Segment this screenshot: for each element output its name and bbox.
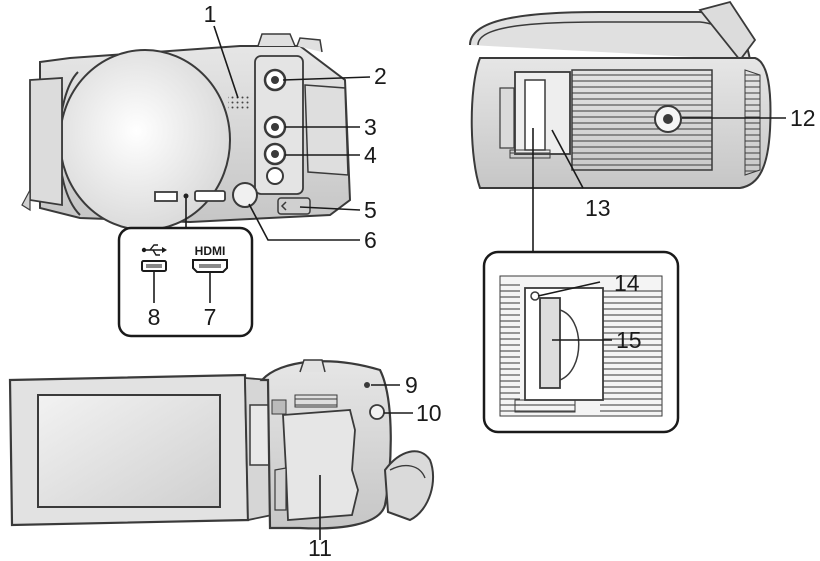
hdmi-label: HDMI <box>195 244 226 258</box>
bottom-grille <box>572 70 712 170</box>
callout-10: 10 <box>416 400 442 426</box>
camera-bottom-view <box>470 2 786 432</box>
status-indicator <box>364 382 370 388</box>
access-lamp <box>531 292 539 300</box>
callout-6: 6 <box>364 227 377 253</box>
callout-9: 9 <box>405 372 418 398</box>
sd-card-slot <box>540 298 560 388</box>
lens-hood <box>60 50 230 230</box>
callout-2: 2 <box>374 63 387 89</box>
callout-7: 7 <box>204 304 217 330</box>
hdmi-port-body <box>195 191 225 201</box>
power-button <box>370 405 384 419</box>
button-6 <box>233 183 257 207</box>
callout-13: 13 <box>585 195 611 221</box>
microphone-grille <box>228 95 250 109</box>
lcd-screen <box>38 395 220 507</box>
callout-14: 14 <box>614 270 640 296</box>
camera-rear-view <box>10 360 433 540</box>
callout-3: 3 <box>364 114 377 140</box>
callout-15: 15 <box>616 327 642 353</box>
callout-11: 11 <box>308 535 332 556</box>
usb-port-body <box>155 192 177 201</box>
callout-5: 5 <box>364 197 377 223</box>
camera-side-view: HDMI <box>22 26 370 336</box>
callout-4: 4 <box>364 142 377 168</box>
callout-8: 8 <box>148 304 161 330</box>
card-slot-frame <box>525 288 603 400</box>
callout-12: 12 <box>790 105 816 131</box>
ports-inset <box>119 228 252 336</box>
callout-1: 1 <box>204 1 217 27</box>
